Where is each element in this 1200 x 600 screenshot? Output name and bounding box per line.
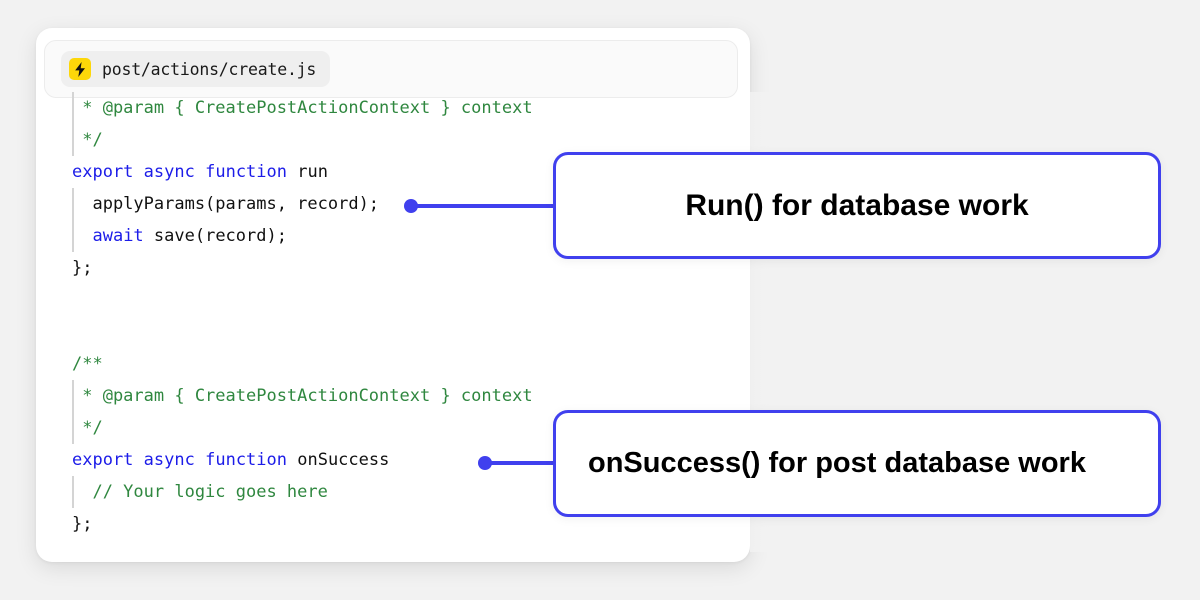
- callout-run: Run() for database work: [553, 152, 1161, 259]
- callout-run-label: Run() for database work: [685, 188, 1029, 222]
- editor-tab-bar: post/actions/create.js: [44, 40, 738, 98]
- editor-card: post/actions/create.js: [36, 28, 750, 562]
- callout-connector-dot-onsuccess: [478, 456, 492, 470]
- callout-connector-line-run: [412, 204, 557, 208]
- callout-onsuccess: onSuccess() for post database work: [553, 410, 1161, 517]
- callout-connector-dot-run: [404, 199, 418, 213]
- file-tab[interactable]: post/actions/create.js: [61, 51, 331, 87]
- callout-connector-line-onsuccess: [490, 461, 557, 465]
- lightning-bolt-icon: [69, 58, 91, 80]
- file-tab-label: post/actions/create.js: [102, 59, 317, 79]
- callout-onsuccess-label: onSuccess() for post database work: [588, 447, 1086, 479]
